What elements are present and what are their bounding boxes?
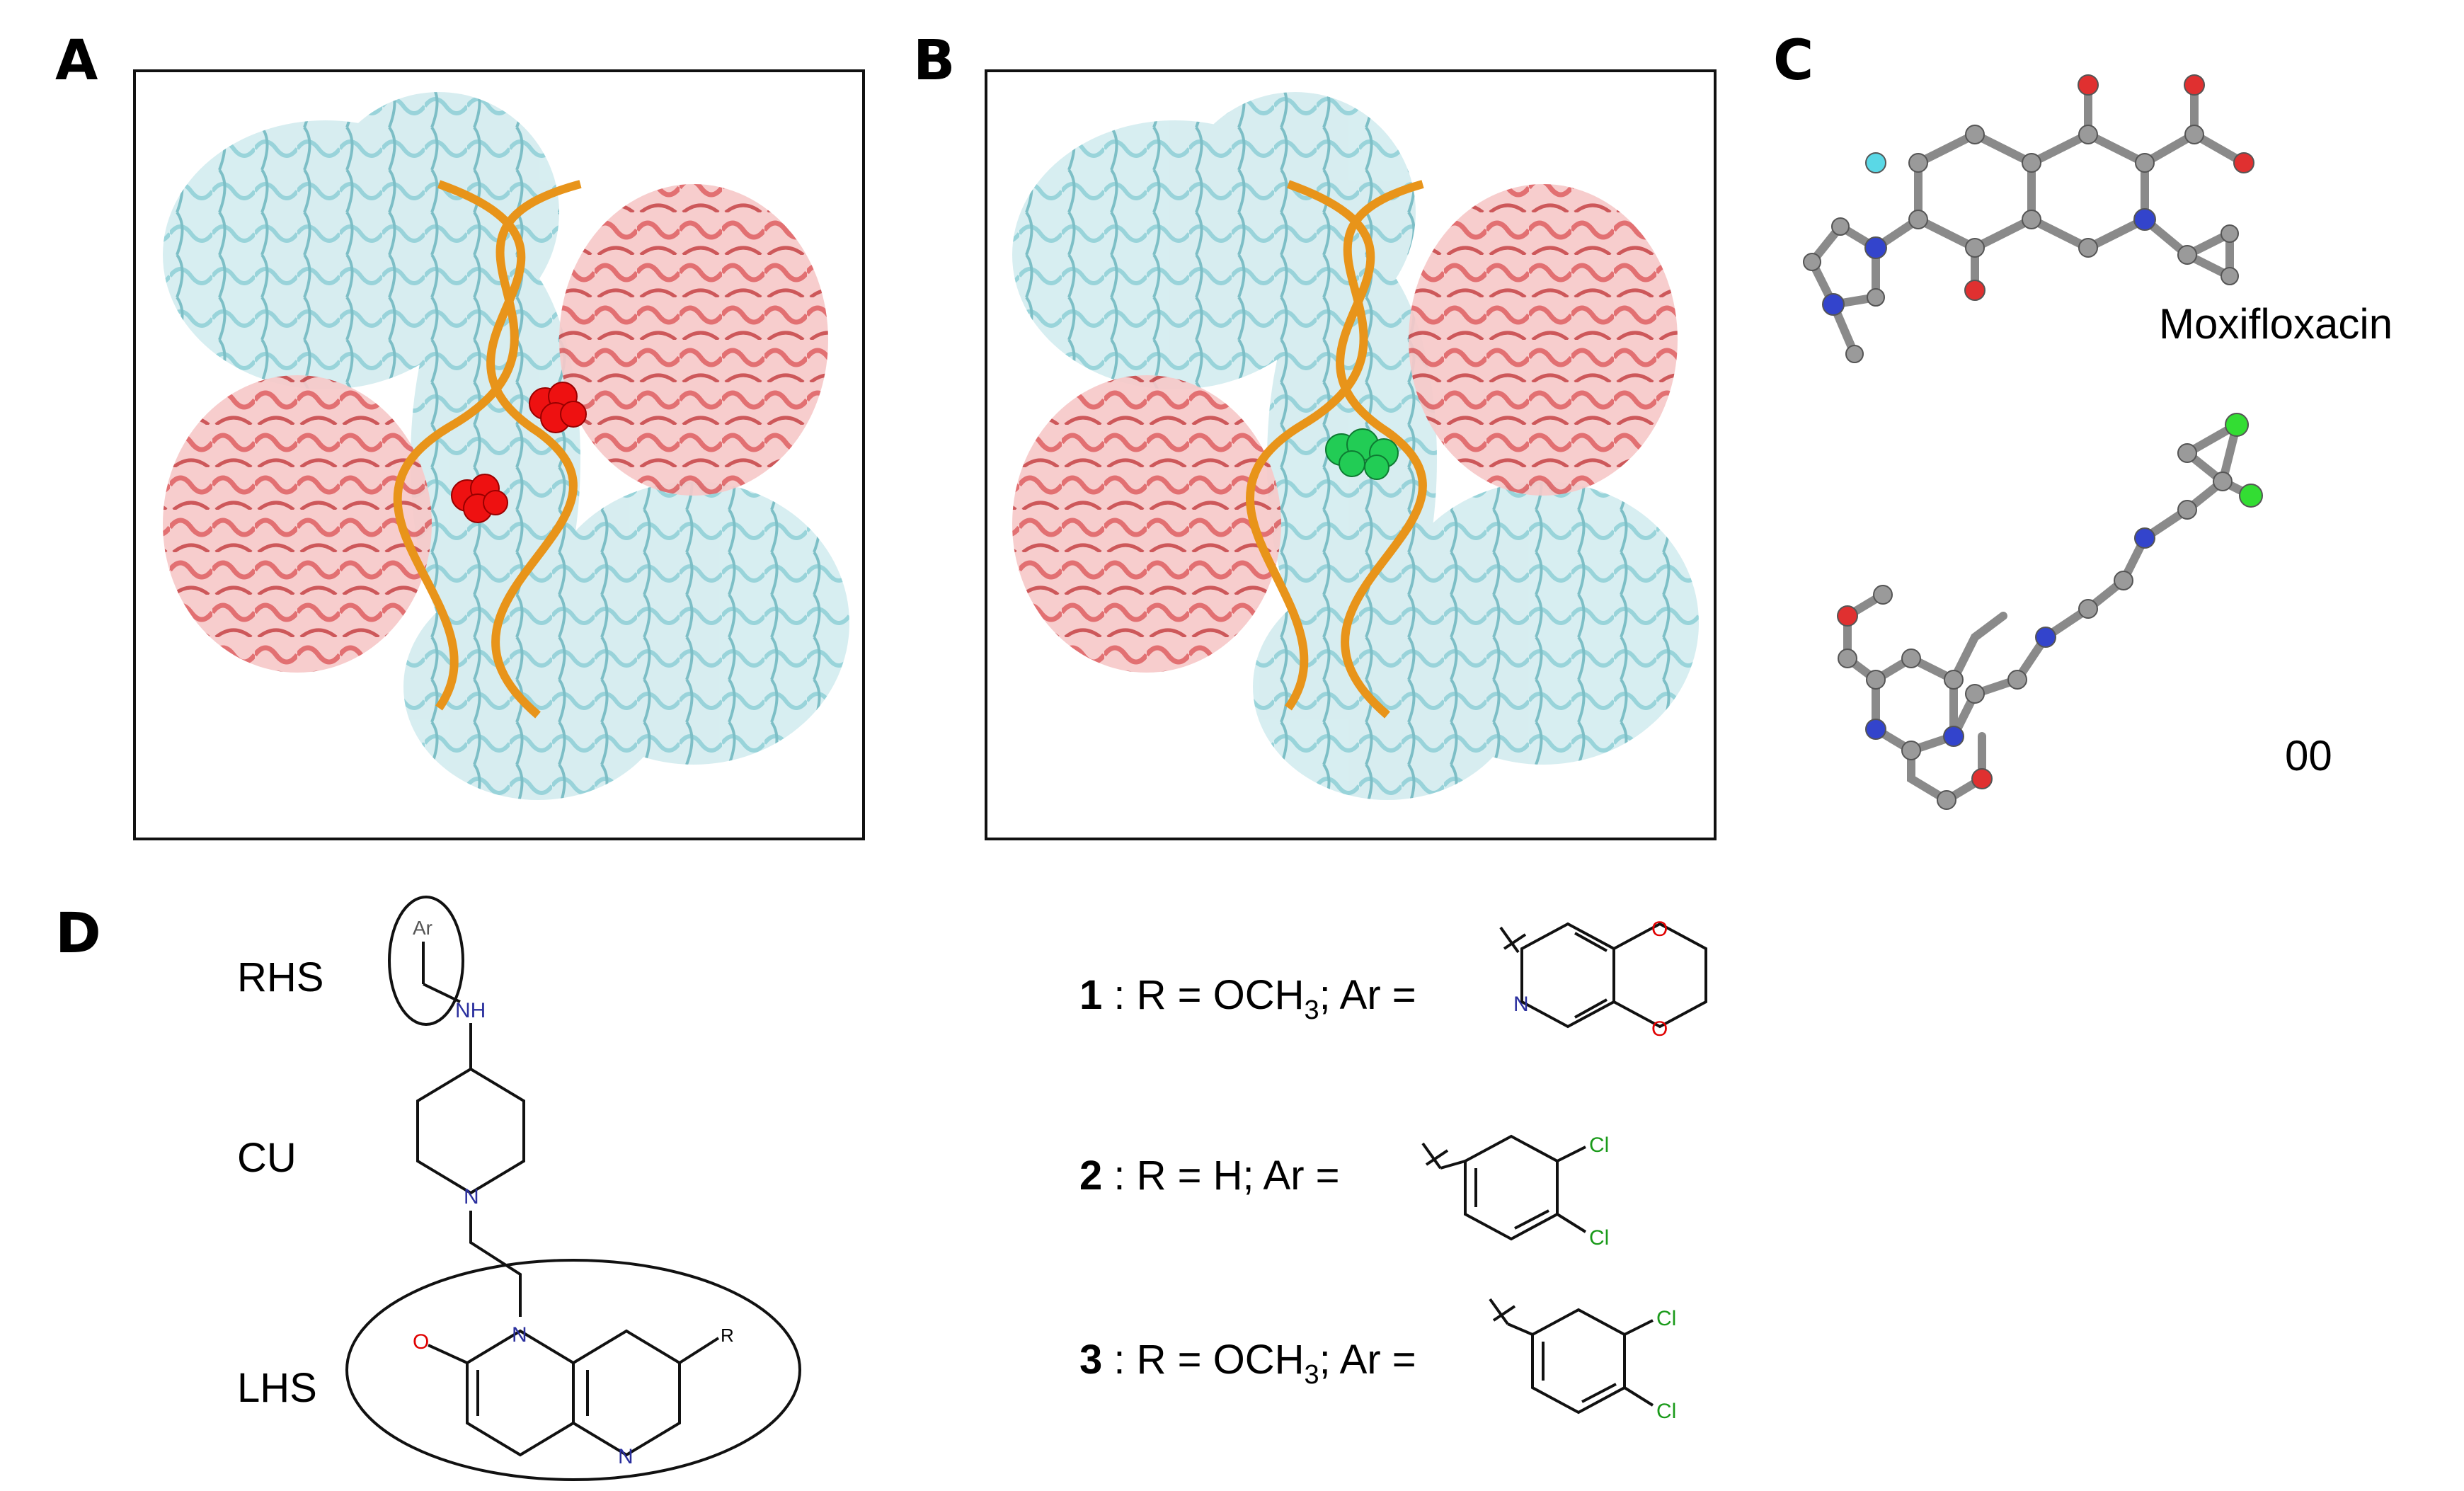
atom-label-ar: Ar xyxy=(413,917,432,939)
piperidine-ring xyxy=(416,1067,525,1195)
compound-3-ar-structure: Cl Cl xyxy=(1489,1298,1676,1423)
protein-surface-cyan-b xyxy=(1012,92,1699,800)
dna-helix xyxy=(393,180,582,719)
panel-letter-a: A xyxy=(55,29,98,93)
rhs-linker-bonds xyxy=(422,942,472,1069)
ligand-spheres-red xyxy=(451,382,587,523)
atom-label-o-bottom: O xyxy=(1651,1017,1668,1041)
panel-b-structure xyxy=(985,69,1717,840)
lhs-region-ellipse xyxy=(345,1259,801,1481)
second-ligand-label: 00 xyxy=(2285,732,2332,779)
ethyl-linker xyxy=(469,1211,522,1317)
ligand-spheres-green xyxy=(1325,428,1399,480)
protein-domain-red-b xyxy=(1012,184,1678,673)
panel-letter-c: C xyxy=(1773,29,1813,93)
compound-1-ar-structure: O O N xyxy=(1499,918,1707,1041)
atom-label-n-piperidine: N xyxy=(464,1185,479,1209)
compound-1-line: 1 : R = OCH3; Ar = xyxy=(1079,972,1416,1025)
atom-label-n-ring: N xyxy=(618,1445,634,1468)
atom-label-o-top: O xyxy=(1651,918,1668,941)
atom-label-n-pyridine: N xyxy=(1513,993,1529,1016)
atom-label-o: O xyxy=(413,1330,429,1354)
panel-c-ligands: Moxifloxacin xyxy=(1803,74,2393,810)
panel-letter-d: D xyxy=(55,902,101,966)
atom-label-cl-1: Cl xyxy=(1589,1133,1609,1157)
region-label-lhs: LHS xyxy=(237,1365,317,1411)
atom-label-cl-3: Cl xyxy=(1656,1307,1676,1330)
panel-d-scheme: RHS CU LHS Ar NH N N O R N xyxy=(237,896,1707,1481)
region-label-rhs: RHS xyxy=(237,954,323,1000)
moxifloxacin-model xyxy=(1803,74,2254,363)
atom-label-nh: NH xyxy=(455,999,486,1022)
atom-label-n-amide: N xyxy=(512,1323,527,1347)
atom-label-cl-2: Cl xyxy=(1589,1226,1609,1250)
region-label-cu: CU xyxy=(237,1135,297,1181)
panel-a-structure xyxy=(133,69,865,840)
atom-label-cl-4: Cl xyxy=(1656,1400,1676,1423)
atom-label-r: R xyxy=(721,1325,734,1346)
compound-3-line: 3 : R = OCH3; Ar = xyxy=(1079,1337,1416,1390)
dna-helix-b xyxy=(1246,180,1427,719)
compound-2-line: 2 : R = H; Ar = xyxy=(1079,1153,1340,1199)
protein-surface-cyan xyxy=(163,92,849,800)
compound-2-ar-structure: Cl Cl xyxy=(1421,1133,1609,1250)
moxifloxacin-label: Moxifloxacin xyxy=(2159,300,2393,348)
rhs-region-ellipse xyxy=(388,896,464,1026)
second-ligand-model xyxy=(1837,413,2263,810)
compound-list: 1 : R = OCH3; Ar = 2 : R = H; Ar = 3 : R… xyxy=(1079,972,1416,1390)
naphthyridinone-core xyxy=(428,1329,720,1457)
panel-letter-b: B xyxy=(913,29,955,93)
protein-domain-red xyxy=(163,184,828,673)
